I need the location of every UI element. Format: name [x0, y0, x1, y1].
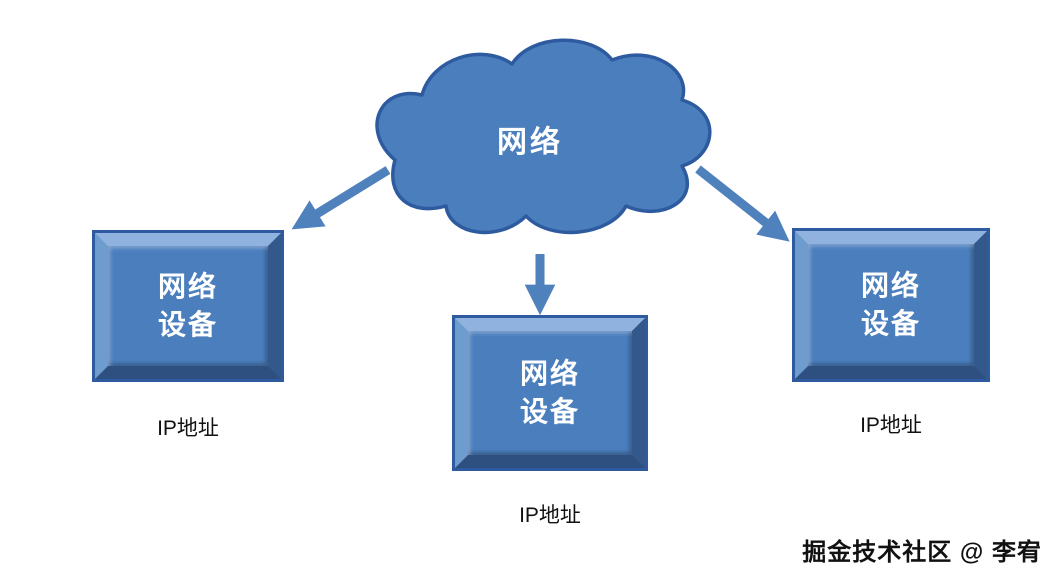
device-node-left-face: 网络 设备 — [108, 246, 268, 366]
device-node-left: 网络 设备 — [92, 230, 284, 382]
arrow-cloud-to-left-device — [291, 166, 391, 230]
device-node-middle: 网络 设备 — [452, 315, 648, 471]
device-node-left-label: 网络 设备 — [157, 271, 218, 340]
device-node-right-label: 网络 设备 — [860, 270, 921, 339]
device-node-middle-label: 网络 设备 — [519, 358, 580, 427]
device-node-right-face: 网络 设备 — [808, 244, 974, 366]
network-cloud-shape — [375, 38, 712, 235]
device-node-right: 网络 设备 — [792, 228, 990, 382]
device-node-middle-face: 网络 设备 — [468, 331, 632, 455]
watermark-text: 掘金技术社区 @ 李宥 — [802, 539, 1042, 566]
ip-label-middle: IP地址 — [519, 504, 581, 527]
cloud-label: 网络 — [497, 126, 563, 159]
arrow-cloud-to-right-device — [695, 165, 790, 242]
ip-label-left: IP地址 — [157, 417, 219, 440]
ip-label-right: IP地址 — [860, 414, 922, 437]
